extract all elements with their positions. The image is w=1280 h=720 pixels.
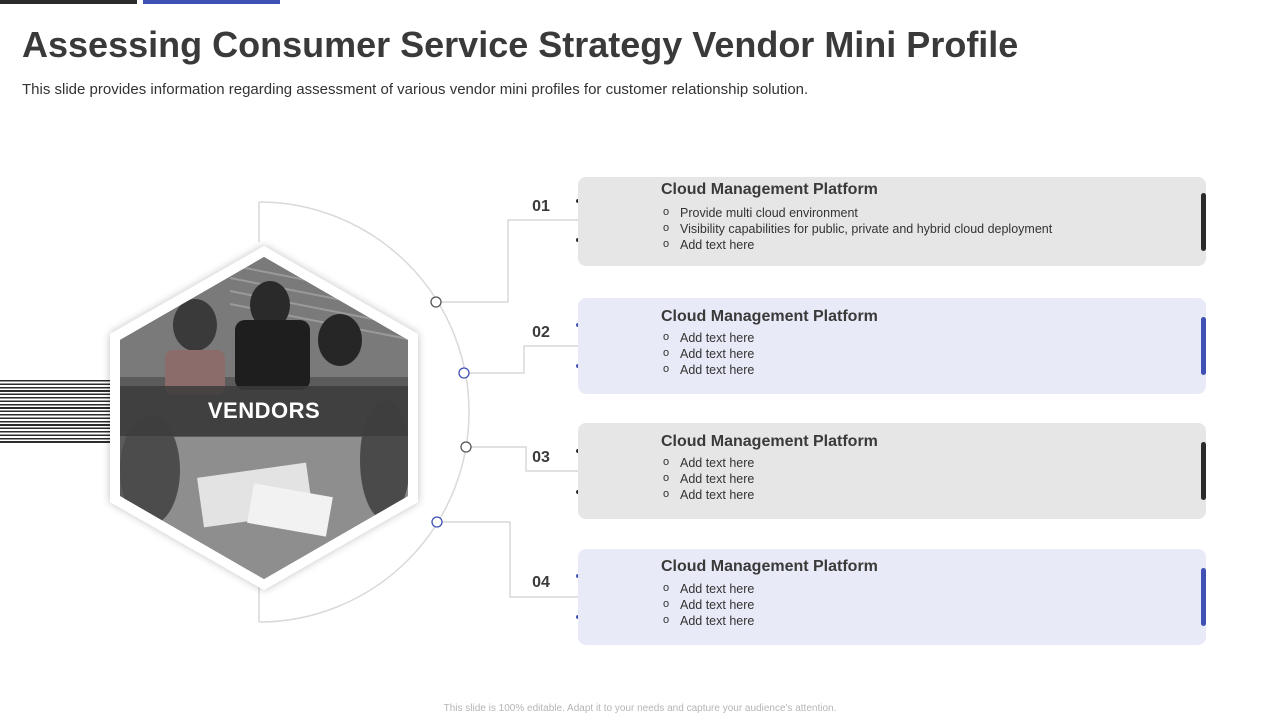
vendor-number-04: 04 [532, 574, 550, 591]
vendor-bullets: Add text here Add text here Add text her… [663, 580, 754, 629]
vendor-bullet: Add text here [663, 470, 754, 487]
card-accent-bar [1201, 568, 1206, 626]
vendor-card-02: Cloud Management Platform Add text here … [578, 298, 1206, 394]
slide-subtitle: This slide provides information regardin… [22, 81, 809, 98]
vendor-number-03: 03 [532, 449, 550, 466]
vendors-label: VENDORS [207, 398, 321, 423]
vendor-bullet: Add text here [663, 596, 754, 613]
vendor-card-title: Cloud Management Platform [661, 558, 878, 575]
vendor-card-01: Cloud Management Platform Provide multi … [578, 177, 1206, 266]
vendor-bullet: Provide multi cloud environment [663, 204, 1052, 221]
vendor-bullets: Provide multi cloud environment Visibili… [663, 204, 1052, 253]
vendor-bullet: Add text here [663, 612, 754, 629]
vendors-photo [120, 257, 408, 579]
vendor-card-04: Cloud Management Platform Add text here … [578, 549, 1206, 645]
vendor-bullet: Add text here [663, 236, 1052, 253]
connector-04 [442, 521, 578, 598]
vendor-bullet: Add text here [663, 329, 754, 346]
connector-02 [469, 345, 578, 374]
vendor-bullet: Add text here [663, 361, 754, 378]
vendor-bullet: Add text here [663, 486, 754, 503]
top-accent-bar-dark [0, 0, 137, 4]
outer-arc [258, 201, 470, 623]
vendor-bullets: Add text here Add text here Add text her… [663, 329, 754, 378]
card-accent-bar [1201, 317, 1206, 375]
top-accent-bar-blue [143, 0, 280, 4]
card-accent-bar [1201, 193, 1206, 251]
decorative-stripes [0, 380, 110, 444]
vendor-card-03: Cloud Management Platform Add text here … [578, 423, 1206, 519]
slide-title: Assessing Consumer Service Strategy Vend… [22, 24, 1019, 65]
arc-node-01 [430, 296, 442, 308]
vendor-bullet: Visibility capabilities for public, priv… [663, 220, 1052, 237]
vendor-bullet: Add text here [663, 580, 754, 597]
arc-node-03 [460, 441, 472, 453]
vendor-bullet: Add text here [663, 454, 754, 471]
vendor-bullet: Add text here [663, 345, 754, 362]
vendor-card-title: Cloud Management Platform [661, 181, 878, 198]
card-accent-bar [1201, 442, 1206, 500]
connector-01 [440, 219, 578, 303]
vendor-card-title: Cloud Management Platform [661, 433, 878, 450]
footer-note: This slide is 100% editable. Adapt it to… [443, 703, 837, 714]
vendor-number-01: 01 [532, 198, 550, 215]
arc-node-04 [431, 516, 443, 528]
arc-node-02 [458, 367, 470, 379]
vendor-card-title: Cloud Management Platform [661, 308, 878, 325]
vendor-bullets: Add text here Add text here Add text her… [663, 454, 754, 503]
vendor-number-02: 02 [532, 324, 550, 341]
connector-03 [471, 446, 578, 472]
